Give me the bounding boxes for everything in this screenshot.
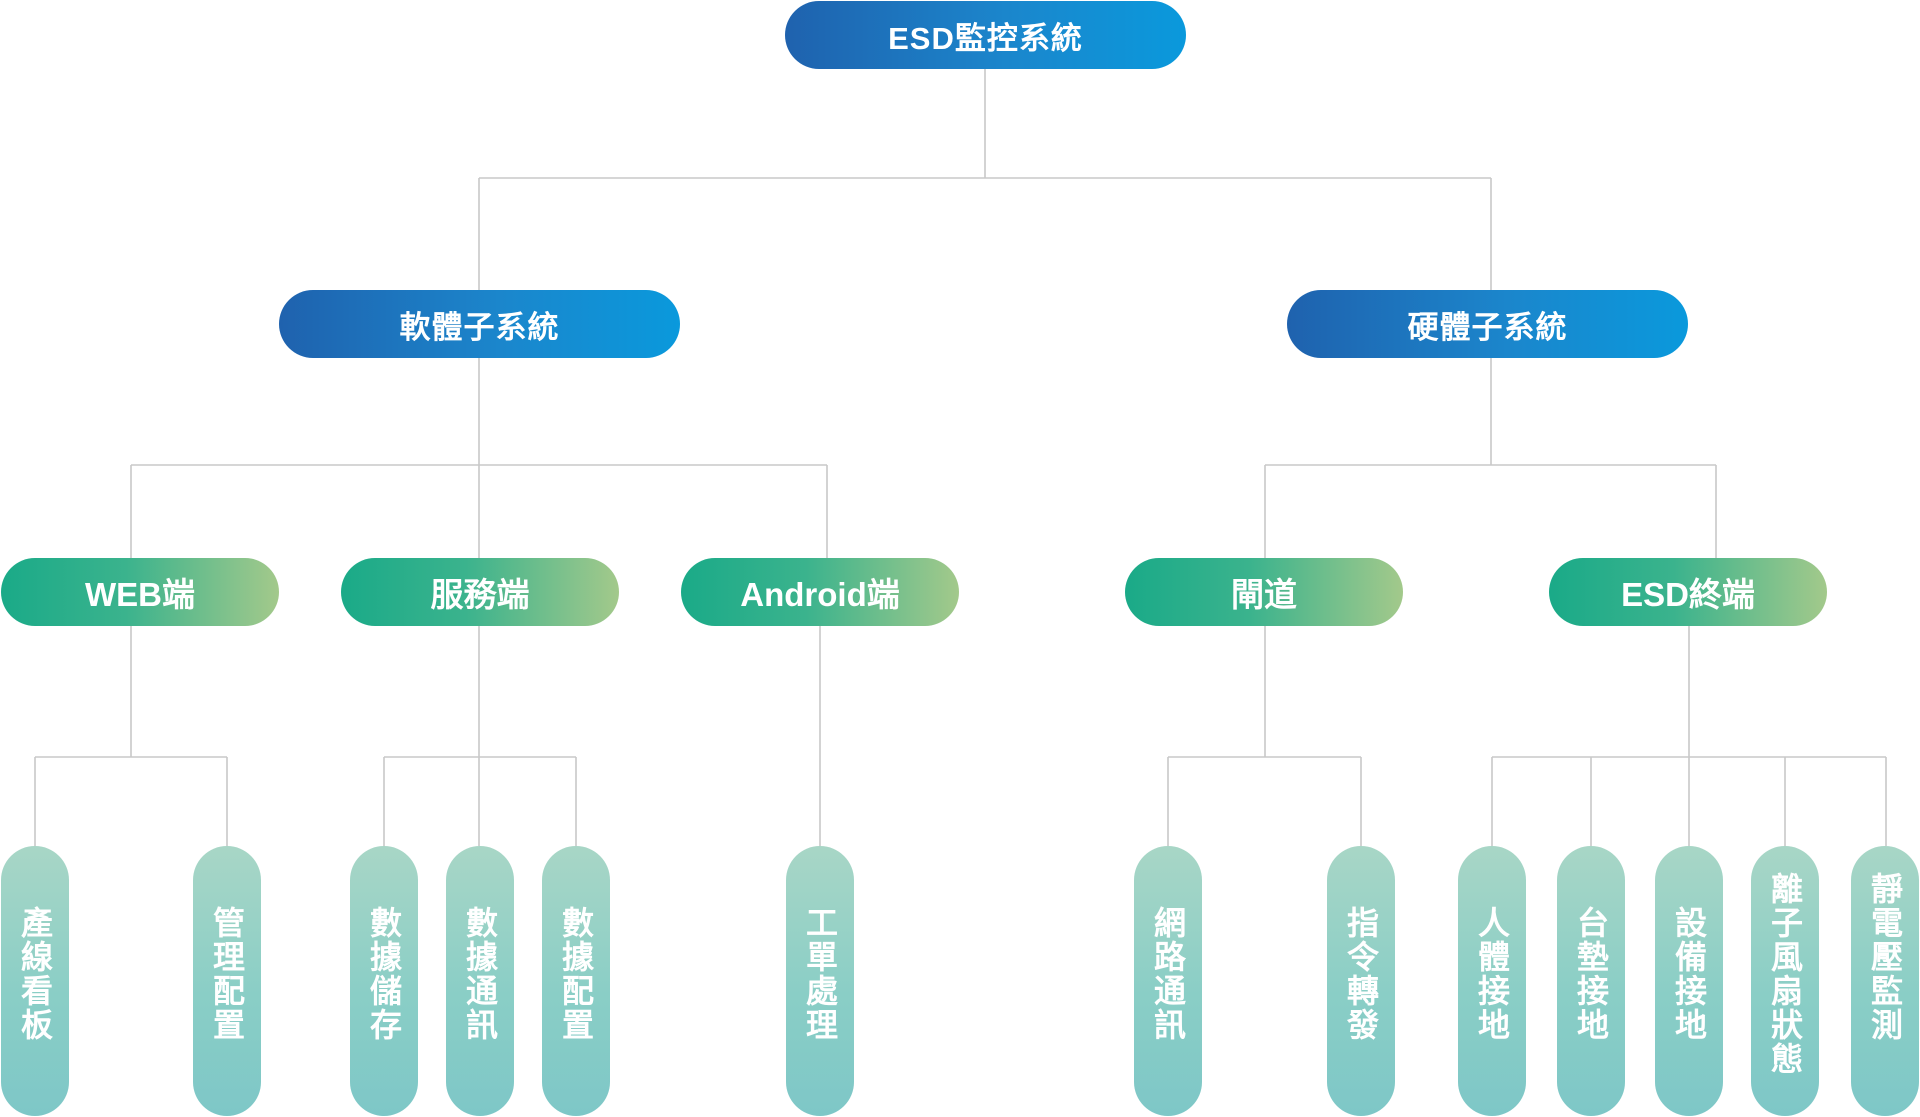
leaf-label: 台墊接地	[1573, 906, 1609, 1042]
hardware-subsystem-node: 硬體子系統	[1287, 290, 1688, 358]
software-subsystem-label: 軟體子系統	[399, 309, 560, 345]
leaf-label: 數據儲存	[366, 906, 402, 1042]
leaf-label: 離子風扇狀態	[1767, 872, 1803, 1076]
leaf-label: 靜電壓監測	[1867, 872, 1903, 1042]
leaf-label: 管理配置	[209, 906, 245, 1042]
leaf-node: 靜電壓監測	[1851, 846, 1919, 1116]
web-module-node: WEB端	[1, 558, 279, 626]
leaf-node: 數據配置	[542, 846, 610, 1116]
gateway-module-label: 閘道	[1231, 576, 1297, 613]
root-label: ESD監控系統	[888, 20, 1083, 56]
leaf-label: 產線看板	[17, 906, 53, 1042]
gateway-module-node: 閘道	[1125, 558, 1403, 626]
web-module-label: WEB端	[85, 576, 195, 613]
hardware-subsystem-label: 硬體子系統	[1407, 309, 1568, 345]
leaf-label: 數據配置	[558, 906, 594, 1042]
android-module-node: Android端	[681, 558, 959, 626]
esd-terminal-module-node: ESD終端	[1549, 558, 1827, 626]
service-module-node: 服務端	[341, 558, 619, 626]
leaf-label: 網路通訊	[1150, 906, 1186, 1042]
leaf-node: 工單處理	[786, 846, 854, 1116]
leaf-label: 數據通訊	[462, 906, 498, 1042]
software-subsystem-node: 軟體子系統	[279, 290, 680, 358]
android-module-label: Android端	[740, 576, 900, 613]
leaf-node: 管理配置	[193, 846, 261, 1116]
leaf-node: 人體接地	[1458, 846, 1526, 1116]
leaf-node: 設備接地	[1655, 846, 1723, 1116]
leaf-node: 台墊接地	[1557, 846, 1625, 1116]
leaf-label: 工單處理	[802, 906, 838, 1042]
root-node: ESD監控系統	[785, 1, 1186, 69]
leaf-node: 離子風扇狀態	[1751, 846, 1819, 1116]
leaf-label: 設備接地	[1671, 906, 1707, 1042]
leaf-node: 數據儲存	[350, 846, 418, 1116]
service-module-label: 服務端	[430, 576, 530, 613]
leaf-node: 產線看板	[1, 846, 69, 1116]
leaf-label: 指令轉發	[1343, 906, 1379, 1042]
leaf-node: 數據通訊	[446, 846, 514, 1116]
leaf-node: 網路通訊	[1134, 846, 1202, 1116]
leaf-node: 指令轉發	[1327, 846, 1395, 1116]
leaf-label: 人體接地	[1474, 906, 1510, 1042]
esd-terminal-module-label: ESD終端	[1621, 576, 1755, 613]
